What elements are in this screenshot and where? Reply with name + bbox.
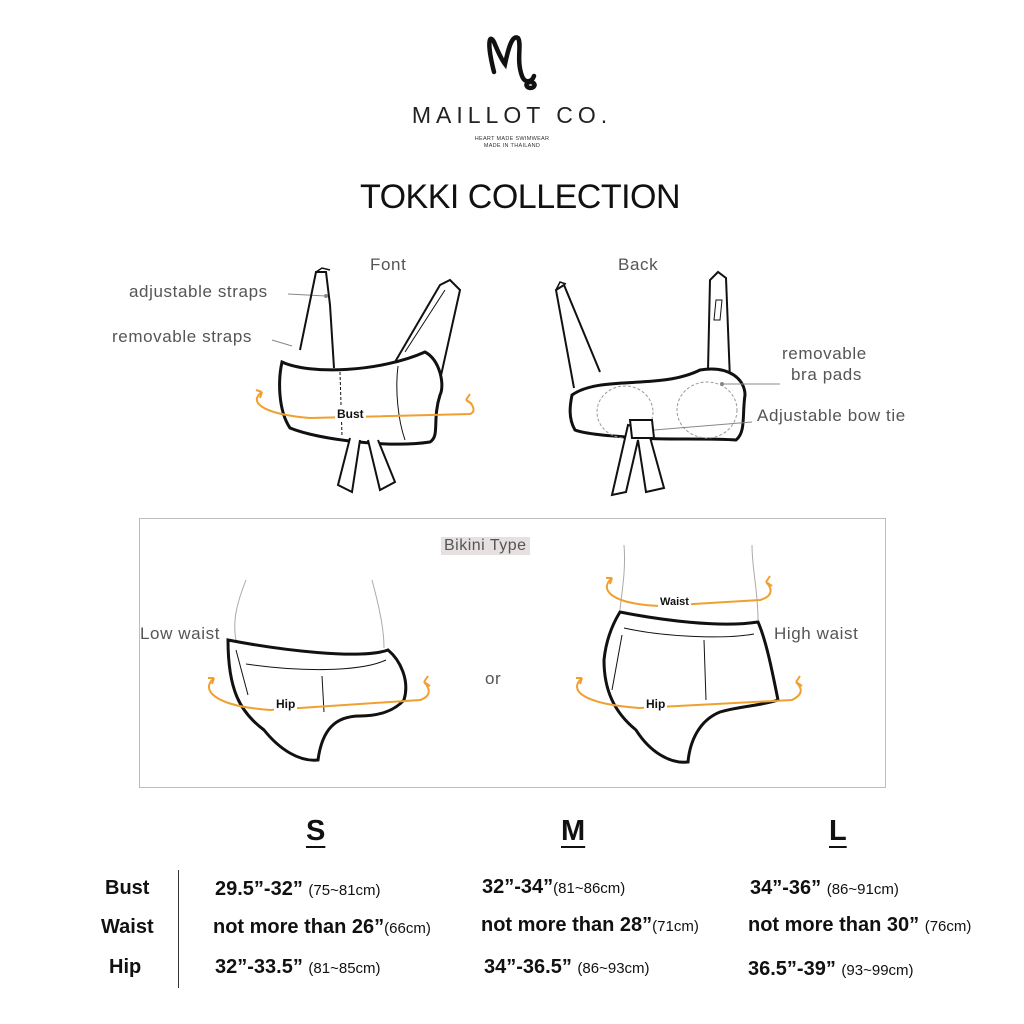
bust-measure-label: Bust (335, 407, 366, 421)
hip-m-value: 34”-36.5” (86~93cm) (484, 956, 650, 978)
bust-l-value: 34”-36” (86~91cm) (750, 877, 899, 899)
back-top-illustration (554, 270, 780, 497)
size-s-header: S (306, 815, 326, 847)
removable-straps-label: removable straps (112, 327, 252, 346)
brand-logo (487, 35, 537, 91)
row-label-hip: Hip (109, 956, 142, 978)
bikini-type-label: Bikini Type (441, 537, 530, 555)
or-label: or (485, 669, 502, 688)
adjustable-straps-label: adjustable straps (129, 282, 268, 301)
brand-name: MAILLOT CO. (411, 102, 613, 128)
brand-tagline: HEART MADE SWIMWEAR (474, 136, 550, 142)
size-m-header: M (561, 815, 586, 847)
front-top-illustration (255, 267, 475, 494)
removable-pads-label-1: removable (782, 344, 867, 363)
waist-m-value: not more than 28”(71cm) (481, 914, 699, 936)
table-divider (178, 870, 179, 988)
hip-measure-label-low: Hip (274, 697, 298, 711)
size-l-header: L (829, 815, 847, 847)
brand-origin: MADE IN THAILAND (483, 143, 541, 149)
bikini-type-panel (139, 518, 886, 788)
waist-l-value: not more than 30” (76cm) (748, 914, 972, 936)
row-label-bust: Bust (105, 877, 150, 899)
waist-s-value: not more than 26”(66cm) (213, 916, 431, 938)
logo-monogram (487, 35, 537, 91)
front-view-label: Font (370, 255, 407, 274)
low-waist-label: Low waist (140, 624, 221, 643)
high-waist-bottom-illustration (576, 544, 803, 764)
high-waist-label: High waist (774, 624, 859, 643)
hip-s-value: 32”-33.5” (81~85cm) (215, 956, 381, 978)
page-title: TOKKI COLLECTION (359, 178, 681, 216)
bust-s-value: 29.5”-32” (75~81cm) (215, 878, 381, 900)
bow-tie-label: Adjustable bow tie (757, 406, 906, 425)
waist-measure-label: Waist (658, 596, 691, 608)
hip-l-value: 36.5”-39” (93~99cm) (748, 958, 914, 980)
low-waist-bottom-illustration (208, 579, 431, 762)
removable-pads-label-2: bra pads (791, 365, 862, 384)
back-view-label: Back (618, 255, 659, 274)
row-label-waist: Waist (101, 916, 154, 938)
hip-measure-label-high: Hip (644, 697, 668, 711)
bust-m-value: 32”-34”(81~86cm) (482, 876, 626, 898)
